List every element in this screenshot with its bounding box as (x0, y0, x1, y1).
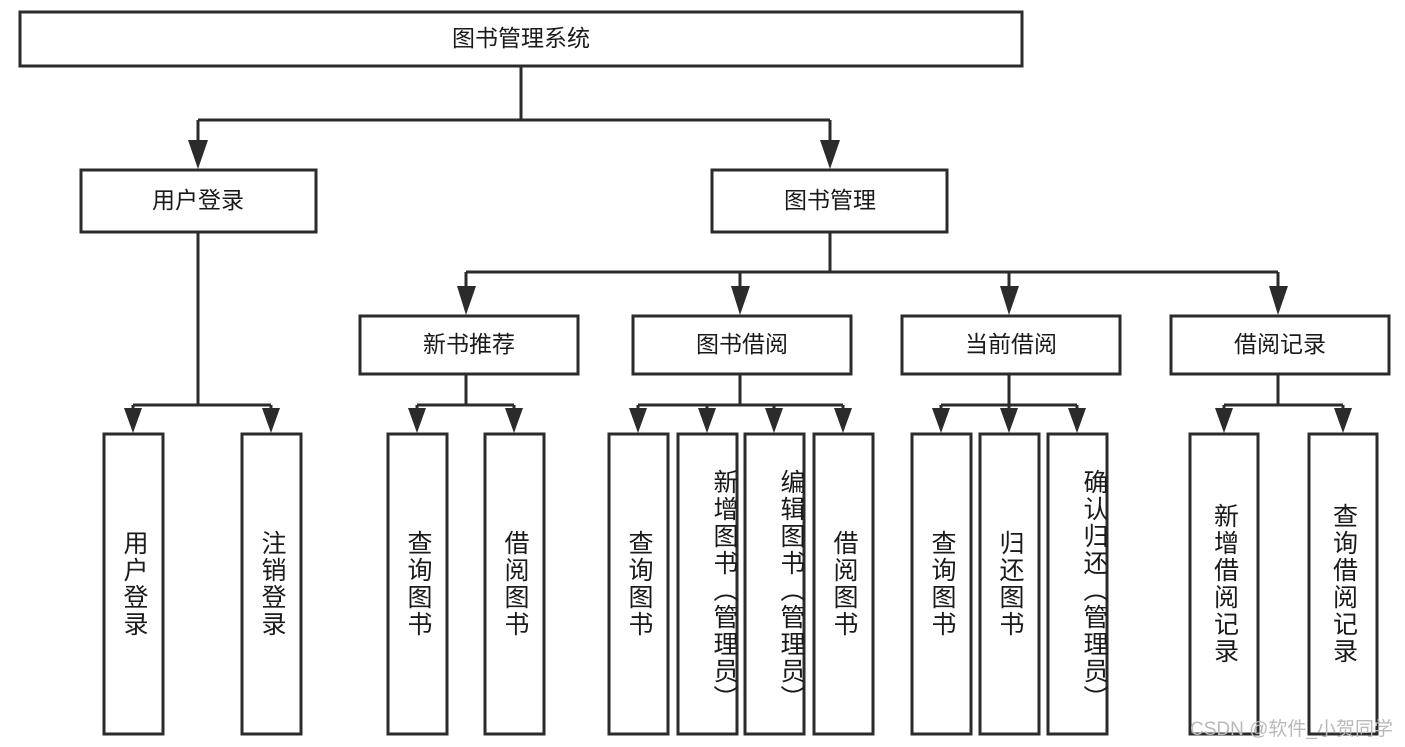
arrow-head-book-borrow (731, 286, 750, 315)
node-leaf-return-book[interactable] (978, 432, 1041, 736)
node-book-borrow[interactable] (631, 314, 853, 376)
watermark-text: CSDN @软件_小贺同学 (1190, 719, 1393, 740)
node-leaf-user-login[interactable] (102, 432, 165, 736)
arrow-head-leaf-user-login (124, 408, 142, 433)
arrow-head-leaf-query-book-1 (408, 408, 426, 433)
node-leaf-query-book-3[interactable] (910, 432, 973, 736)
node-leaf-query-borrow-record[interactable] (1307, 432, 1379, 736)
arrow-head-current-borrow (1000, 286, 1019, 315)
node-leaf-query-book-1[interactable] (386, 432, 449, 736)
arrow-head-leaf-query-borrow-record (1334, 408, 1352, 433)
node-root-title[interactable] (18, 10, 1024, 68)
node-leaf-borrow-book-1[interactable] (483, 432, 546, 736)
connector-layer (124, 66, 1352, 433)
node-layer: 图书管理系统 用户登录 图书管理 新书推荐 图书借阅 当前借阅 借阅记录 (18, 10, 1391, 736)
arrow-head-leaf-edit-book (765, 408, 783, 433)
node-leaf-add-book[interactable] (676, 432, 739, 736)
node-new-book-recommend-label: 新书推荐 (423, 331, 515, 357)
arrow-head-leaf-confirm-return (1068, 408, 1086, 433)
arrow-head-leaf-borrow-book-1 (505, 408, 523, 433)
node-borrow-record-label: 借阅记录 (1234, 331, 1326, 357)
node-current-borrow-label: 当前借阅 (965, 331, 1057, 357)
node-current-borrow[interactable] (900, 314, 1122, 376)
node-user-login[interactable] (79, 168, 318, 234)
arrow-head-new-book-recommend (457, 286, 476, 315)
node-root-title-label: 图书管理系统 (452, 25, 590, 51)
arrow-head-user-login (188, 140, 208, 169)
arrow-head-leaf-borrow-book-2 (834, 408, 852, 433)
arrow-head-leaf-add-book (698, 408, 716, 433)
node-borrow-record[interactable] (1169, 314, 1391, 376)
node-book-borrow-label: 图书借阅 (696, 331, 788, 357)
node-leaf-query-book-2[interactable] (607, 432, 670, 736)
node-leaf-add-borrow-record[interactable] (1188, 432, 1260, 736)
arrow-head-leaf-return-book (1000, 408, 1018, 433)
arrow-head-borrow-record (1269, 286, 1288, 315)
node-leaf-logout-login[interactable] (240, 432, 303, 736)
node-leaf-borrow-book-2[interactable] (812, 432, 875, 736)
arrow-head-leaf-logout-login (262, 408, 280, 433)
node-leaf-confirm-return[interactable] (1046, 432, 1109, 736)
node-leaf-edit-book[interactable] (743, 432, 806, 736)
node-book-manage-label: 图书管理 (784, 187, 876, 213)
node-user-login-label: 用户登录 (152, 187, 244, 213)
node-book-manage[interactable] (710, 168, 949, 234)
node-new-book-recommend[interactable] (358, 314, 580, 376)
arrow-head-leaf-query-book-2 (629, 408, 647, 433)
arrow-head-book-manage (820, 140, 840, 169)
arrow-head-leaf-add-borrow-record (1215, 408, 1233, 433)
arrow-head-leaf-query-book-3 (932, 408, 950, 433)
